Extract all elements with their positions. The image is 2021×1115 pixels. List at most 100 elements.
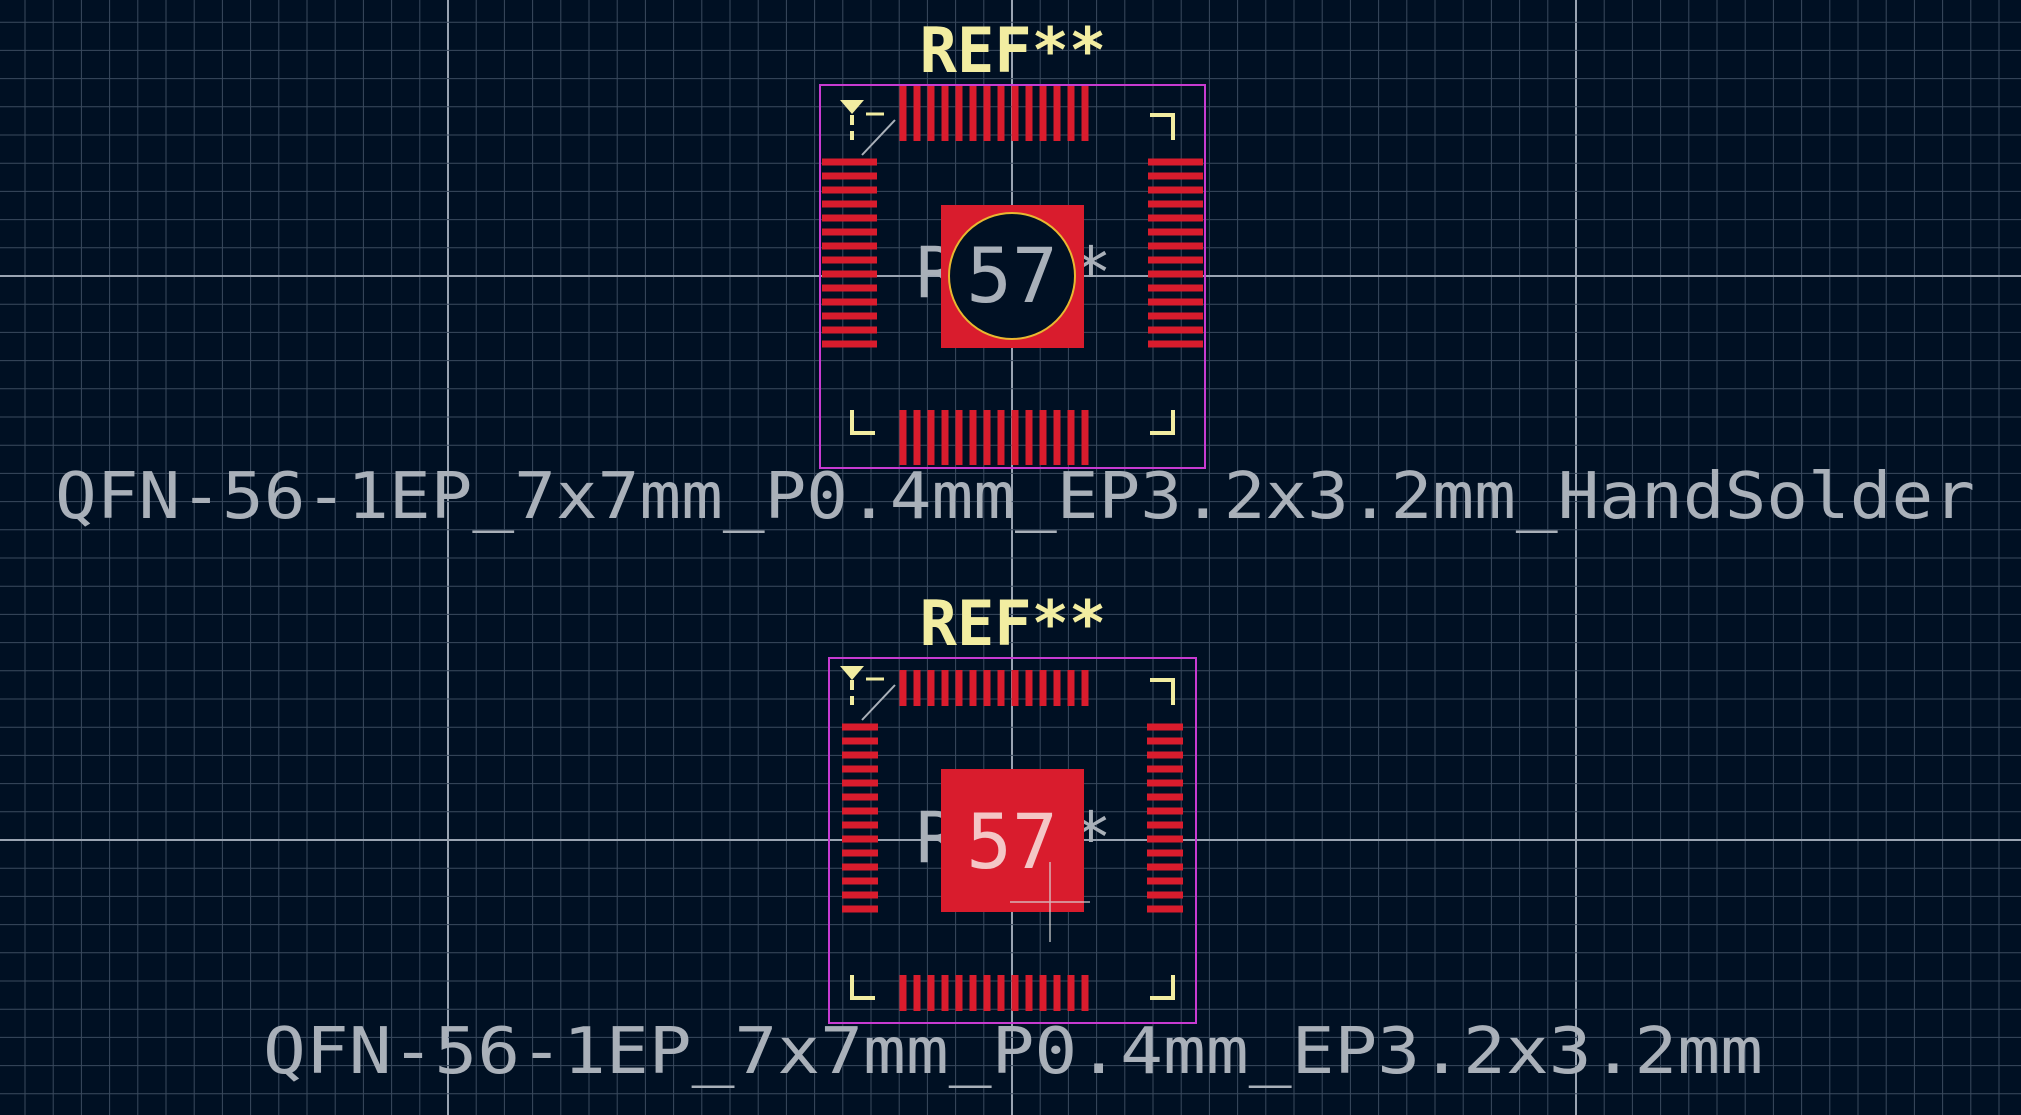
pad[interactable]: [1148, 256, 1203, 264]
pad[interactable]: [842, 905, 878, 913]
pad[interactable]: [822, 172, 877, 180]
pad[interactable]: [955, 410, 963, 465]
pad[interactable]: [842, 863, 878, 871]
pad[interactable]: [1011, 670, 1019, 706]
pad[interactable]: [1081, 975, 1089, 1011]
pad[interactable]: [1039, 86, 1047, 141]
pad[interactable]: [913, 86, 921, 141]
pad[interactable]: [955, 670, 963, 706]
pad[interactable]: [822, 158, 877, 166]
pad[interactable]: [1148, 214, 1203, 222]
pad[interactable]: [842, 723, 878, 731]
pad[interactable]: [899, 670, 907, 706]
pad[interactable]: [969, 410, 977, 465]
pad[interactable]: [1148, 228, 1203, 236]
pad[interactable]: [1147, 877, 1183, 885]
pad[interactable]: [1053, 975, 1061, 1011]
reference-text[interactable]: REF**: [920, 587, 1107, 660]
pad[interactable]: [842, 877, 878, 885]
pad[interactable]: [913, 975, 921, 1011]
pad[interactable]: [1067, 670, 1075, 706]
pad[interactable]: [822, 340, 877, 348]
pad[interactable]: [969, 975, 977, 1011]
reference-text[interactable]: REF**: [920, 14, 1107, 87]
pad[interactable]: [1147, 793, 1183, 801]
pad[interactable]: [1081, 410, 1089, 465]
pad[interactable]: [997, 410, 1005, 465]
pad[interactable]: [822, 242, 877, 250]
footprint-value-text[interactable]: QFN-56-1EP_7x7mm_P0.4mm_EP3.2x3.2mm_Hand…: [55, 460, 1975, 534]
pad[interactable]: [1148, 312, 1203, 320]
pad[interactable]: [822, 186, 877, 194]
pad[interactable]: [1148, 186, 1203, 194]
pad[interactable]: [983, 410, 991, 465]
pad[interactable]: [1011, 86, 1019, 141]
pad[interactable]: [842, 793, 878, 801]
pad[interactable]: [1025, 86, 1033, 141]
pad[interactable]: [1067, 86, 1075, 141]
pad[interactable]: [1147, 835, 1183, 843]
pad[interactable]: [969, 670, 977, 706]
pad[interactable]: [1148, 242, 1203, 250]
exposed-pad[interactable]: [941, 769, 1084, 912]
pad[interactable]: [1147, 751, 1183, 759]
pad[interactable]: [927, 410, 935, 465]
footprint-value-text[interactable]: QFN-56-1EP_7x7mm_P0.4mm_EP3.2x3.2mm: [263, 1015, 1763, 1089]
pad[interactable]: [969, 86, 977, 141]
pad[interactable]: [997, 975, 1005, 1011]
pad[interactable]: [822, 326, 877, 334]
pad[interactable]: [842, 821, 878, 829]
pad[interactable]: [1039, 410, 1047, 465]
pad[interactable]: [941, 975, 949, 1011]
pad[interactable]: [1148, 200, 1203, 208]
pad[interactable]: [822, 256, 877, 264]
pad[interactable]: [1011, 975, 1019, 1011]
pad[interactable]: [842, 807, 878, 815]
pad[interactable]: [1067, 410, 1075, 465]
pad[interactable]: [955, 86, 963, 141]
pad[interactable]: [997, 86, 1005, 141]
pad[interactable]: [1081, 86, 1089, 141]
pad[interactable]: [822, 200, 877, 208]
pad[interactable]: [1081, 670, 1089, 706]
pad[interactable]: [822, 228, 877, 236]
pad[interactable]: [899, 410, 907, 465]
pad[interactable]: [1148, 284, 1203, 292]
pad[interactable]: [842, 835, 878, 843]
pad[interactable]: [899, 975, 907, 1011]
pad[interactable]: [1148, 158, 1203, 166]
pad[interactable]: [822, 214, 877, 222]
pad[interactable]: [1147, 863, 1183, 871]
pad[interactable]: [1147, 807, 1183, 815]
pad[interactable]: [1053, 86, 1061, 141]
pad[interactable]: [899, 86, 907, 141]
pad[interactable]: [842, 737, 878, 745]
pad[interactable]: [1039, 670, 1047, 706]
pad[interactable]: [1147, 765, 1183, 773]
pad[interactable]: [983, 86, 991, 141]
pad[interactable]: [927, 86, 935, 141]
pad[interactable]: [997, 670, 1005, 706]
pad[interactable]: [1148, 270, 1203, 278]
pad[interactable]: [1039, 975, 1047, 1011]
pad[interactable]: [941, 410, 949, 465]
pad[interactable]: [822, 270, 877, 278]
pad[interactable]: [1011, 410, 1019, 465]
pad[interactable]: [1053, 410, 1061, 465]
pad[interactable]: [983, 975, 991, 1011]
pad[interactable]: [927, 975, 935, 1011]
pad[interactable]: [1148, 326, 1203, 334]
footprint-handsolder[interactable]: REF** R * 57 QFN-56-1EP_7x7mm_P0.4mm_EP3…: [55, 14, 1975, 534]
pad[interactable]: [842, 765, 878, 773]
pad[interactable]: [1147, 905, 1183, 913]
pad[interactable]: [1053, 670, 1061, 706]
pad[interactable]: [1147, 737, 1183, 745]
pad[interactable]: [1147, 849, 1183, 857]
pad[interactable]: [1025, 975, 1033, 1011]
pad[interactable]: [955, 975, 963, 1011]
pad[interactable]: [822, 312, 877, 320]
pad[interactable]: [842, 849, 878, 857]
pad[interactable]: [941, 86, 949, 141]
pad[interactable]: [941, 670, 949, 706]
pad[interactable]: [927, 670, 935, 706]
